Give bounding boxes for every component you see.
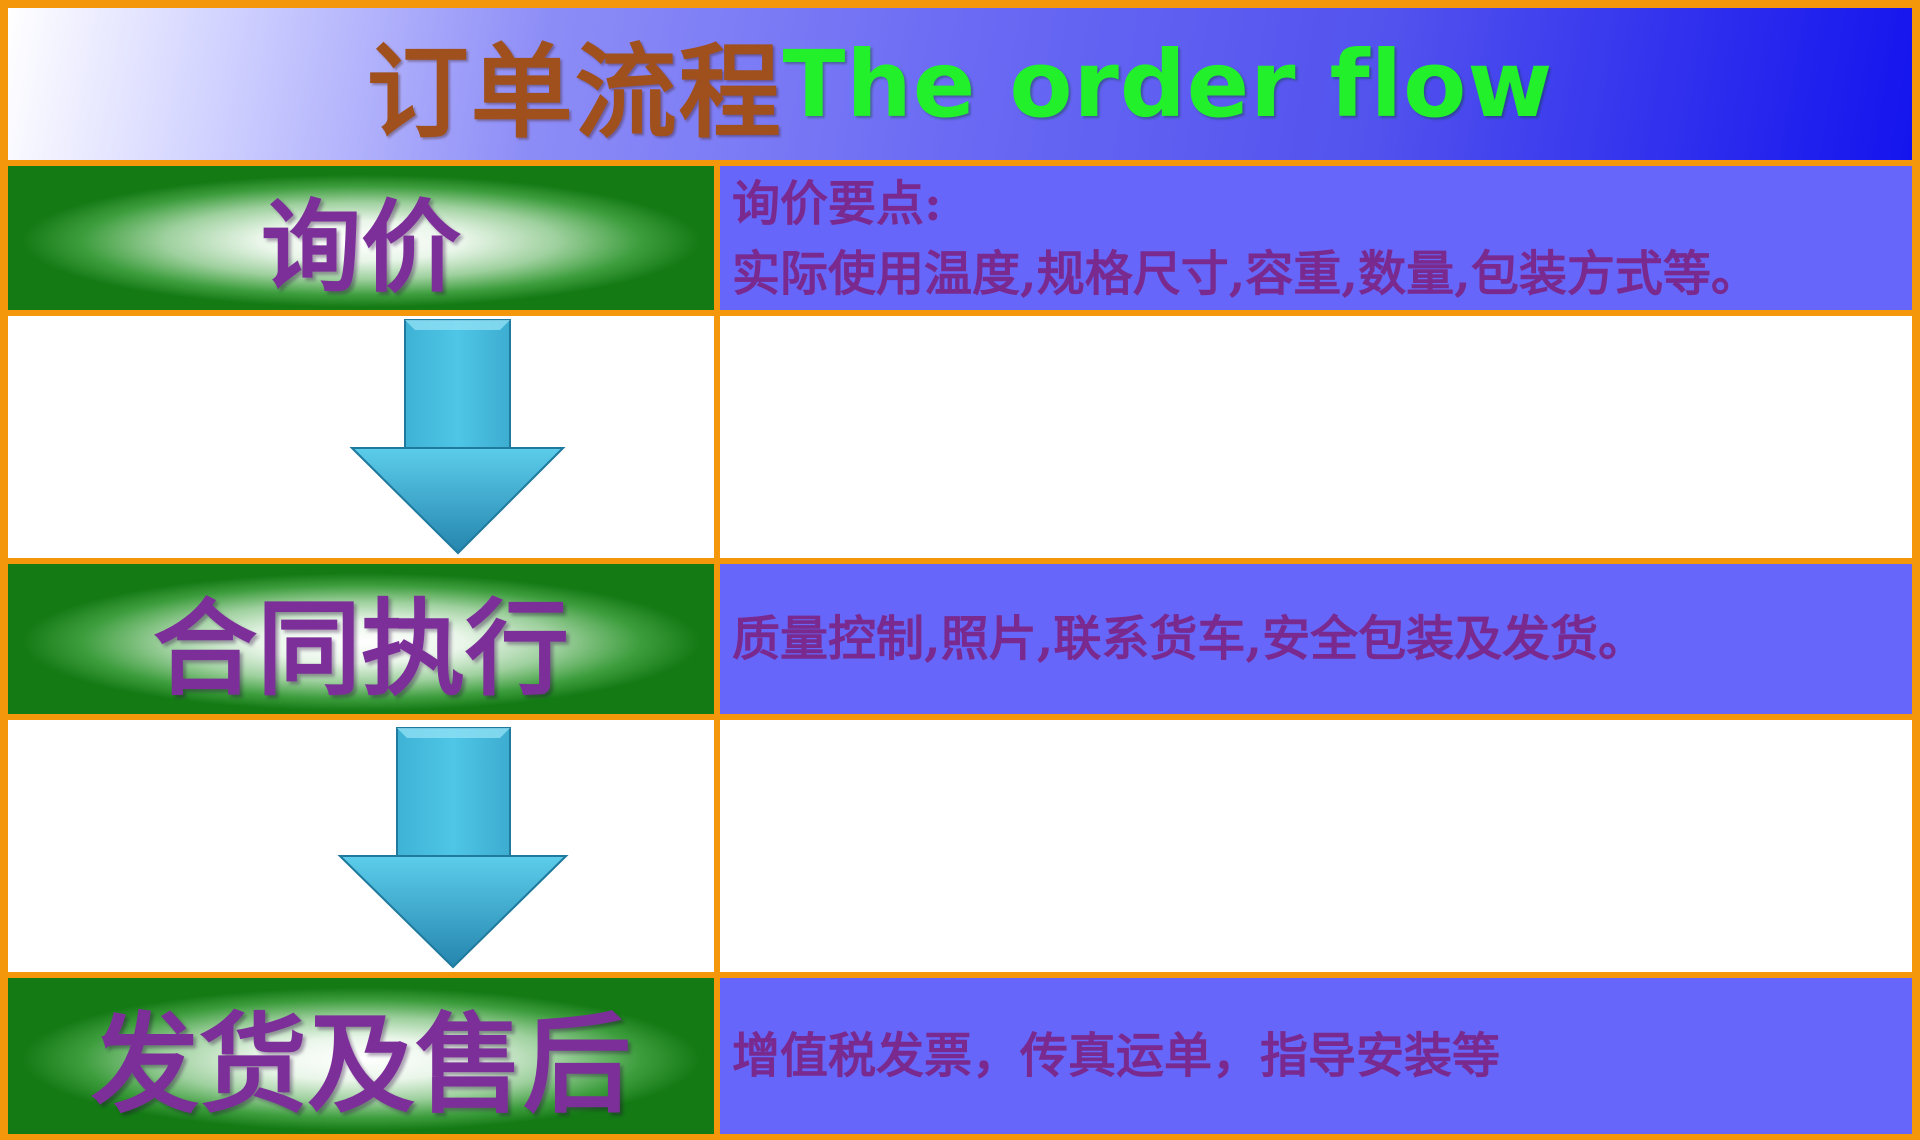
stage-contract-label: 合同执行 — [152, 587, 569, 710]
stage-contract: 合同执行 — [8, 564, 714, 714]
blank-cell-1 — [720, 316, 1912, 558]
detail-inquiry-line-1: 询价要点: — [732, 176, 942, 232]
connector-cell-2 — [8, 720, 714, 972]
detail-delivery: 增值税发票，传真运单，指导安装等 — [720, 978, 1912, 1134]
stage-delivery: 发货及售后 — [8, 978, 714, 1134]
detail-contract: 质量控制,照片,联系货车,安全包装及发货。 — [720, 564, 1912, 714]
stage-delivery-label: 发货及售后 — [90, 1003, 631, 1128]
stage-inquiry-label: 询价 — [261, 188, 461, 306]
blank-cell-2 — [720, 720, 1912, 972]
connector-cell-1 — [8, 316, 714, 558]
detail-inquiry-line-2: 实际使用温度,规格尺寸,容重,数量,包装方式等。 — [732, 246, 1759, 302]
down-arrow-icon — [349, 319, 566, 555]
detail-contract-line-1: 质量控制,照片,联系货车,安全包装及发货。 — [732, 611, 1647, 667]
stage-inquiry: 询价 — [8, 166, 714, 310]
down-arrow-icon — [337, 727, 569, 969]
title-chinese: 订单流程 — [366, 32, 783, 153]
detail-inquiry: 询价要点: 实际使用温度,规格尺寸,容重,数量,包装方式等。 — [720, 166, 1912, 310]
title-english: The order flow — [782, 30, 1554, 138]
detail-delivery-line-1: 增值税发票，传真运单，指导安装等 — [732, 1028, 1501, 1084]
